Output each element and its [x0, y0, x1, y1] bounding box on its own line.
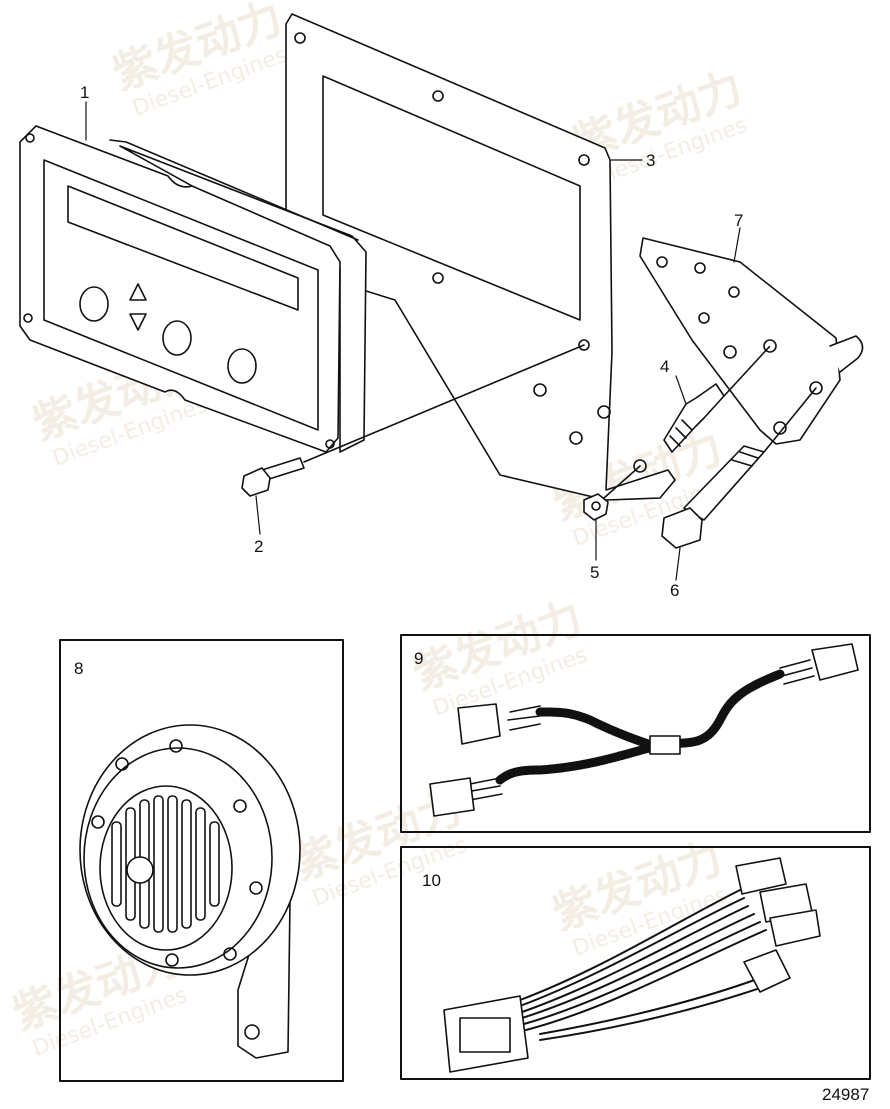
callout-4: 4	[660, 357, 669, 376]
leader-lines	[85, 101, 741, 581]
watermark-logo: 紫发动力 Diesel-Engines	[406, 592, 590, 722]
callout-2: 2	[254, 537, 263, 556]
callout-labels: 1 2 3 4 5 6 7 8 9 10 24987	[74, 83, 869, 1104]
callout-10: 10	[422, 871, 441, 890]
panel-wiring-harness-y	[400, 634, 871, 833]
display-panel	[19, 125, 367, 453]
horn	[79, 724, 301, 1059]
angle-bracket	[639, 237, 864, 445]
callout-8: 8	[74, 659, 83, 678]
callout-1: 1	[80, 83, 89, 102]
long-bolt	[661, 387, 817, 549]
panel-horn	[59, 639, 344, 1082]
nut	[583, 465, 641, 521]
callout-7: 7	[734, 211, 743, 230]
wiring-harness-y	[429, 643, 859, 817]
watermark-logo: 紫发动力 Diesel-Engines	[546, 832, 730, 962]
threaded-stud	[663, 345, 771, 453]
watermark-logo: 紫发动力 Diesel-Engines	[106, 0, 290, 122]
short-bolt	[241, 344, 585, 497]
callout-5: 5	[590, 563, 599, 582]
panel-wiring-harness-cable	[400, 846, 871, 1080]
callout-3: 3	[646, 151, 655, 170]
callout-9: 9	[414, 649, 423, 668]
callout-6: 6	[670, 581, 679, 600]
wiring-harness-cable	[443, 857, 821, 1073]
drawing-number: 24987	[822, 1085, 869, 1104]
horn-grille	[111, 795, 220, 933]
